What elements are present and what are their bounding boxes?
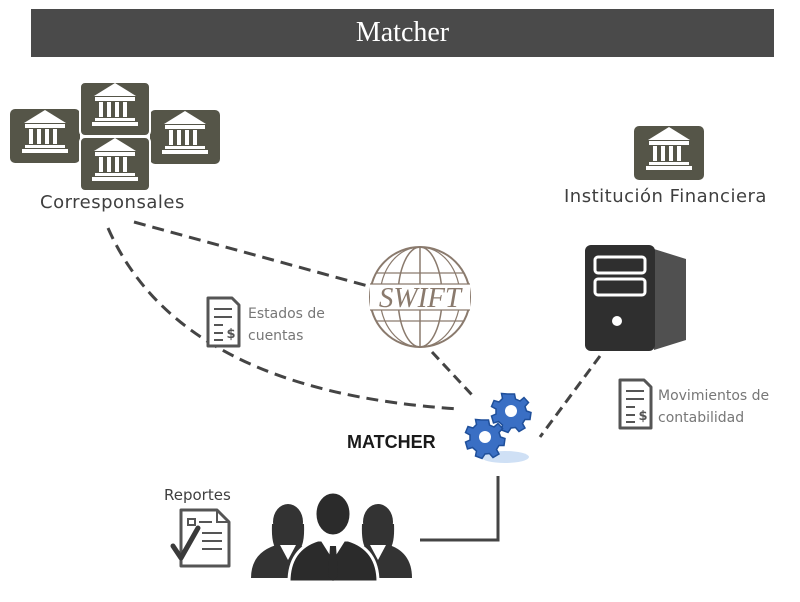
connector-swift-matcher bbox=[430, 350, 475, 398]
connector-corresponsales-matcher bbox=[106, 227, 461, 411]
document-icon bbox=[618, 378, 653, 430]
people-icon bbox=[251, 490, 412, 584]
bank-icon bbox=[79, 136, 151, 192]
institucion-financiera-label: Institución Financiera bbox=[564, 186, 767, 207]
server-icon bbox=[585, 245, 686, 351]
document-icon bbox=[206, 296, 241, 348]
bank-icon bbox=[150, 110, 220, 164]
swift-label: SWIFT bbox=[379, 282, 463, 314]
title-bar: Matcher bbox=[31, 9, 774, 57]
corresponsales-bank-cluster bbox=[10, 81, 220, 192]
movimientos-label-line-1: Movimientos de bbox=[658, 388, 770, 404]
diagram-title: Matcher bbox=[355, 17, 450, 48]
connector-server-matcher bbox=[538, 355, 602, 438]
bank-icon bbox=[79, 81, 151, 137]
estados-de-cuentas-label: Estados de cuentas bbox=[248, 303, 325, 347]
connector-matcher-users bbox=[420, 476, 500, 542]
movimientos-label-line-2: contabilidad bbox=[658, 410, 745, 426]
matcher-label: MATCHER bbox=[347, 432, 436, 452]
swift-globe-icon bbox=[369, 246, 471, 348]
bank-icon bbox=[10, 109, 80, 163]
reportes-label: Reportes bbox=[164, 486, 231, 504]
connector-corresponsales-swift bbox=[133, 220, 369, 288]
report-icon bbox=[170, 508, 231, 568]
corresponsales-label: Corresponsales bbox=[40, 192, 185, 213]
bank-icon bbox=[634, 126, 704, 180]
movimientos-de-contabilidad-label: Movimientos de contabilidad bbox=[658, 385, 769, 429]
estados-label-line-2: cuentas bbox=[248, 328, 304, 344]
gears-icon bbox=[464, 392, 532, 463]
estados-label-line-1: Estados de bbox=[248, 306, 325, 322]
